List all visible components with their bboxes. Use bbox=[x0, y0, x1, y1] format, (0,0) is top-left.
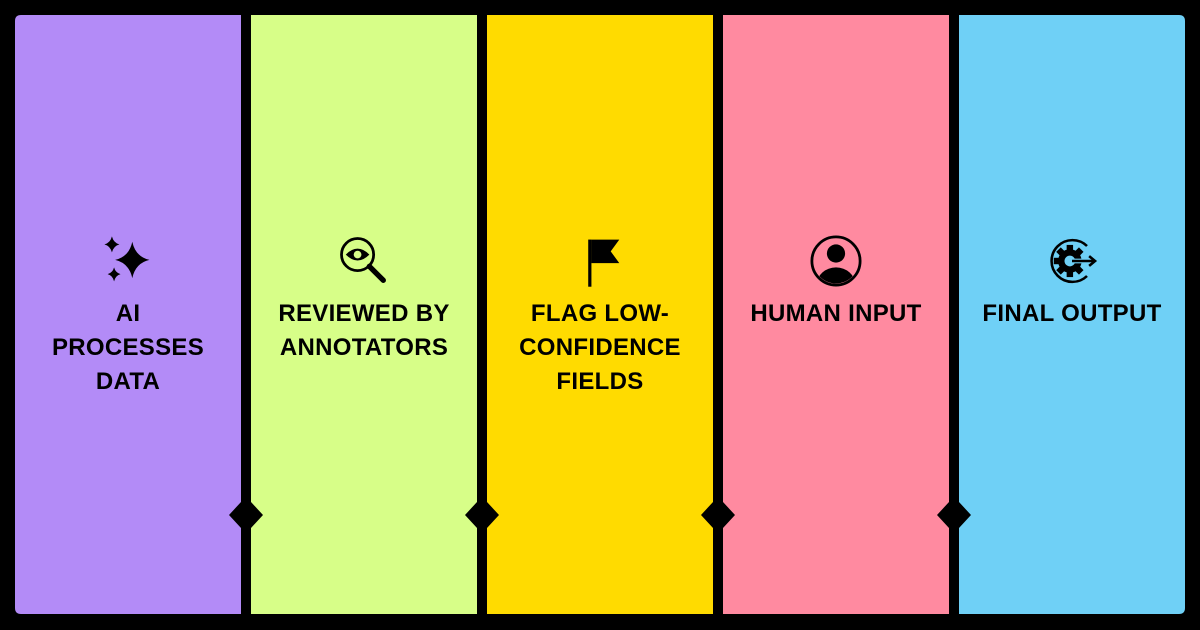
panel-background bbox=[251, 15, 477, 614]
step-label: HUMAN INPUT bbox=[750, 300, 922, 327]
step-label: FLAG LOW- CONFIDENCE FIELDS bbox=[519, 300, 681, 395]
step-final-output: FINAL OUTPUT bbox=[959, 15, 1185, 614]
gear-export-icon bbox=[1050, 238, 1098, 284]
step-label: FINAL OUTPUT bbox=[982, 300, 1162, 327]
flag-icon bbox=[588, 239, 620, 287]
step-reviewed-by-annotators: REVIEWED BY ANNOTATORS bbox=[251, 15, 477, 614]
user-circle-icon bbox=[810, 235, 862, 287]
panel-background bbox=[723, 15, 949, 614]
panel-background bbox=[15, 15, 241, 614]
sparkles-icon bbox=[104, 236, 150, 282]
step-flag-low-confidence-fields: FLAG LOW- CONFIDENCE FIELDS bbox=[487, 15, 713, 614]
step-ai-processes-data: AI PROCESSES DATA bbox=[15, 15, 241, 614]
step-label: REVIEWED BY ANNOTATORS bbox=[278, 300, 450, 361]
magnifier-eye-icon bbox=[340, 237, 386, 283]
panel-background bbox=[959, 15, 1185, 614]
panel-background bbox=[487, 15, 713, 614]
step-label: AI PROCESSES DATA bbox=[51, 300, 205, 395]
step-human-input: HUMAN INPUT bbox=[723, 15, 949, 614]
